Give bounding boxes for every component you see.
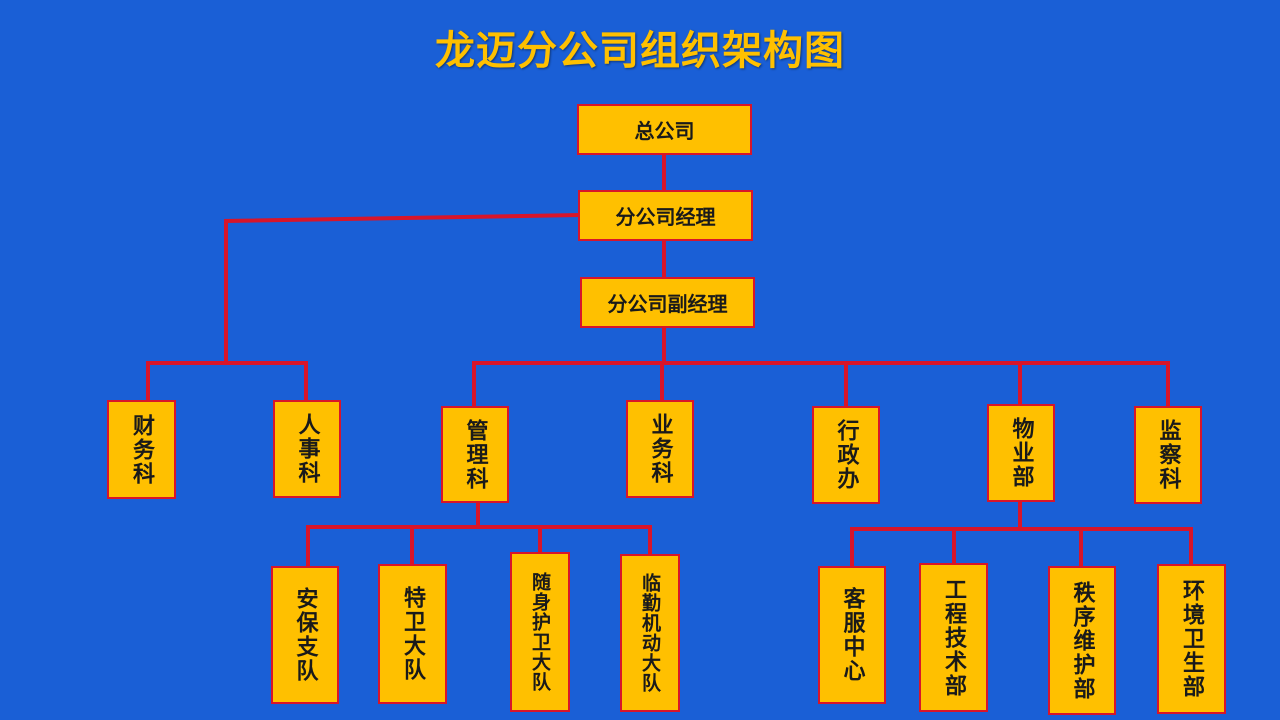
node-engineering: 工程技术部 (919, 563, 988, 712)
node-business: 业务科 (626, 400, 694, 498)
connector-right-bus (472, 361, 1170, 408)
connector-left-bus (146, 361, 308, 402)
node-branch-manager: 分公司经理 (578, 190, 753, 241)
node-security-team: 安保支队 (271, 566, 339, 704)
node-order-maintenance: 秩序维护部 (1048, 566, 1116, 715)
node-supervision: 监察科 (1134, 406, 1202, 504)
node-deputy-manager: 分公司副经理 (580, 277, 755, 328)
node-temp-mobile: 临勤机动大队 (620, 554, 680, 712)
node-hr: 人事科 (273, 400, 341, 498)
node-management: 管理科 (441, 406, 509, 503)
node-sanitation: 环境卫生部 (1157, 564, 1226, 714)
node-special-guard: 特卫大队 (378, 564, 447, 704)
connector-management-bus (306, 525, 652, 568)
node-finance: 财务科 (107, 400, 176, 499)
node-admin: 行政办 (812, 406, 880, 504)
connector-manager-left (224, 212, 582, 365)
node-property: 物业部 (987, 404, 1055, 502)
node-customer-service: 客服中心 (818, 566, 886, 704)
chart-title: 龙迈分公司组织架构图 (435, 28, 845, 74)
node-hq: 总公司 (577, 104, 752, 155)
node-bodyguard: 随身护卫大队 (510, 552, 570, 712)
connector-property-bus (850, 527, 1193, 568)
